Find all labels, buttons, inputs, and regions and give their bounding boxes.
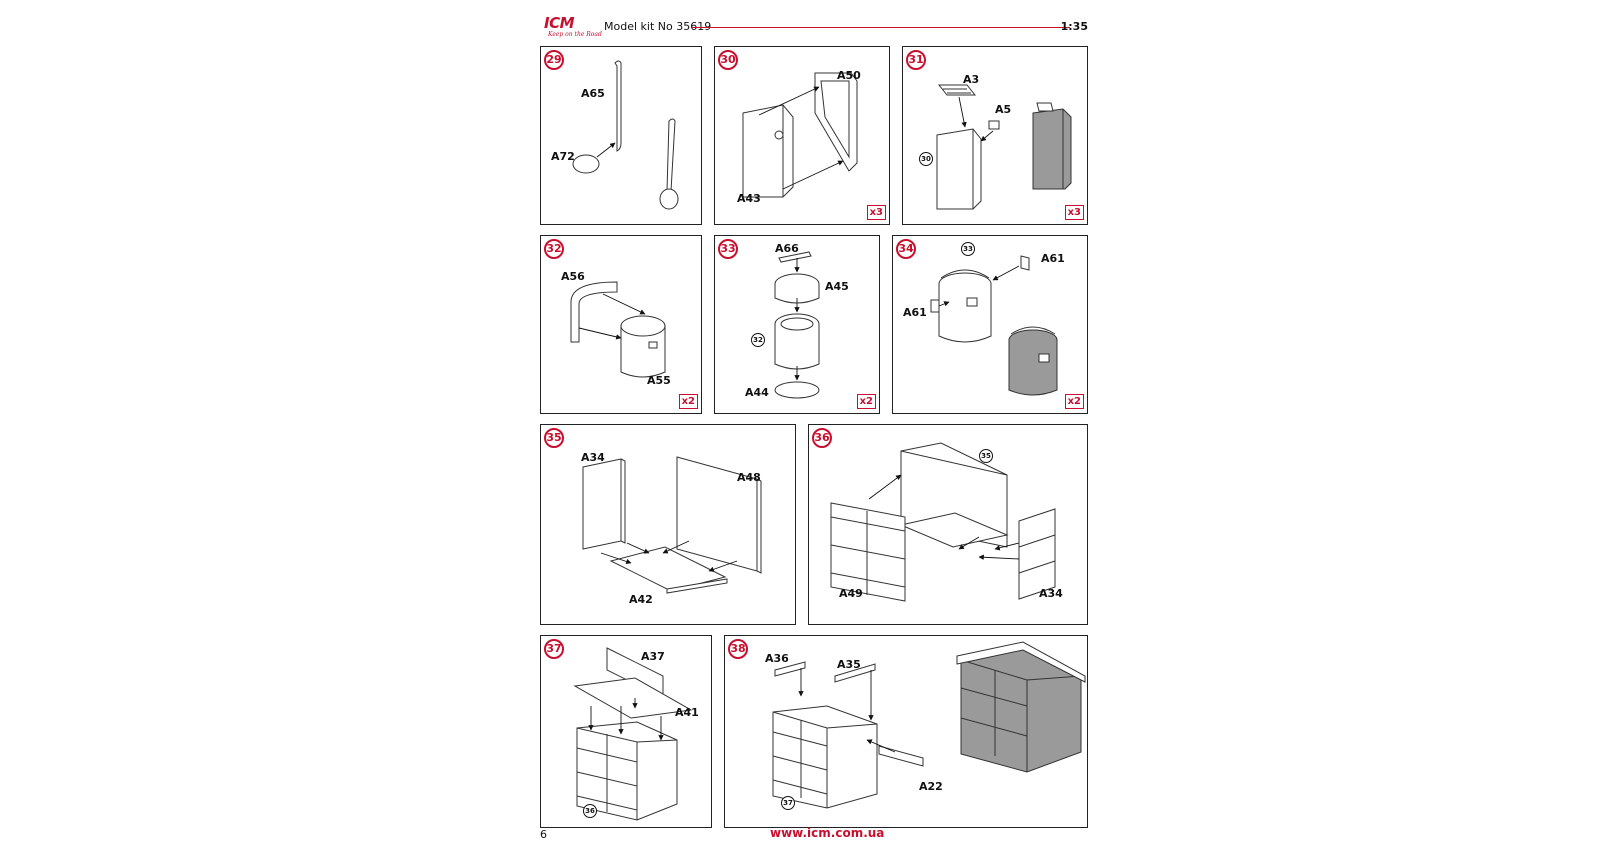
part-label: A61 <box>1041 252 1065 265</box>
step-29-illustration <box>572 60 679 210</box>
logo-slogan: Keep on the Road <box>548 31 602 38</box>
reference-step-badge: 35 <box>979 449 993 463</box>
part-label: A48 <box>737 471 761 484</box>
part-label: A56 <box>561 270 585 283</box>
step-30: 30 A50 A43 x3 <box>714 46 890 225</box>
logo-brand: ICM <box>544 14 575 32</box>
reference-step-badge: 36 <box>583 804 597 818</box>
part-label: A49 <box>839 587 863 600</box>
part-label: A42 <box>629 593 653 606</box>
step-31-illustration <box>936 84 1072 210</box>
header-divider <box>692 27 1070 28</box>
step-number: 34 <box>896 239 916 259</box>
model-kit-label: Model kit No 35619 <box>604 20 712 33</box>
part-label: A34 <box>581 451 605 464</box>
part-label: A3 <box>963 73 980 86</box>
reference-step-badge: 30 <box>919 152 933 166</box>
part-label: A50 <box>837 69 861 82</box>
icm-logo: ICM Keep on the Road <box>540 14 602 42</box>
quantity-badge: x2 <box>678 394 698 409</box>
step-37: 37 36 A37 A41 <box>540 635 712 828</box>
part-label: A55 <box>647 374 671 387</box>
step-number: 38 <box>728 639 748 659</box>
part-label: A61 <box>903 306 927 319</box>
part-label: A65 <box>581 87 605 100</box>
part-label: A34 <box>1039 587 1063 600</box>
step-35: 35 A34 A48 A42 <box>540 424 796 625</box>
part-label: A22 <box>919 780 943 793</box>
quantity-badge: x2 <box>856 394 876 409</box>
reference-step-badge: 37 <box>781 796 795 810</box>
part-label: A5 <box>995 103 1012 116</box>
part-label: A36 <box>765 652 789 665</box>
step-35-illustration <box>582 456 762 594</box>
step-32: 32 A56 A55 x2 <box>540 235 702 414</box>
step-37-illustration <box>573 647 693 821</box>
step-38-illustration <box>772 641 1086 809</box>
step-33-illustration <box>774 251 820 399</box>
step-34: 34 33 A61 A61 x2 <box>892 235 1088 414</box>
scale-label: 1:35 <box>1060 20 1088 33</box>
step-33: 33 32 A66 A45 A44 x2 <box>714 235 880 414</box>
quantity-badge: x3 <box>1064 205 1084 220</box>
part-label: A43 <box>737 192 761 205</box>
step-number: 33 <box>718 239 738 259</box>
step-36: 36 35 A49 A34 <box>808 424 1088 625</box>
step-34-illustration <box>930 255 1058 396</box>
part-label: A35 <box>837 658 861 671</box>
page-number: 6 <box>540 828 547 841</box>
part-label: A37 <box>641 650 665 663</box>
quantity-badge: x2 <box>1064 394 1084 409</box>
step-number: 37 <box>544 639 564 659</box>
part-label: A44 <box>745 386 769 399</box>
step-number: 31 <box>906 50 926 70</box>
reference-step-badge: 33 <box>961 242 975 256</box>
step-number: 30 <box>718 50 738 70</box>
step-number: 29 <box>544 50 564 70</box>
page-header: ICM Keep on the Road Model kit No 35619 … <box>540 14 1088 42</box>
step-29: 29 A65 A72 <box>540 46 702 225</box>
website-link[interactable]: www.icm.com.ua <box>770 826 885 840</box>
step-38: 38 37 A36 A35 A22 <box>724 635 1088 828</box>
part-label: A41 <box>675 706 699 719</box>
step-30-illustration <box>742 72 858 198</box>
quantity-badge: x3 <box>866 205 886 220</box>
reference-step-badge: 32 <box>751 333 765 347</box>
step-32-illustration <box>570 281 666 378</box>
part-label: A66 <box>775 242 799 255</box>
step-number: 36 <box>812 428 832 448</box>
step-36-illustration <box>830 442 1056 602</box>
part-label: A72 <box>551 150 575 163</box>
step-31: 31 30 A3 A5 x3 <box>902 46 1088 225</box>
part-label: A45 <box>825 280 849 293</box>
step-number: 35 <box>544 428 564 448</box>
step-number: 32 <box>544 239 564 259</box>
